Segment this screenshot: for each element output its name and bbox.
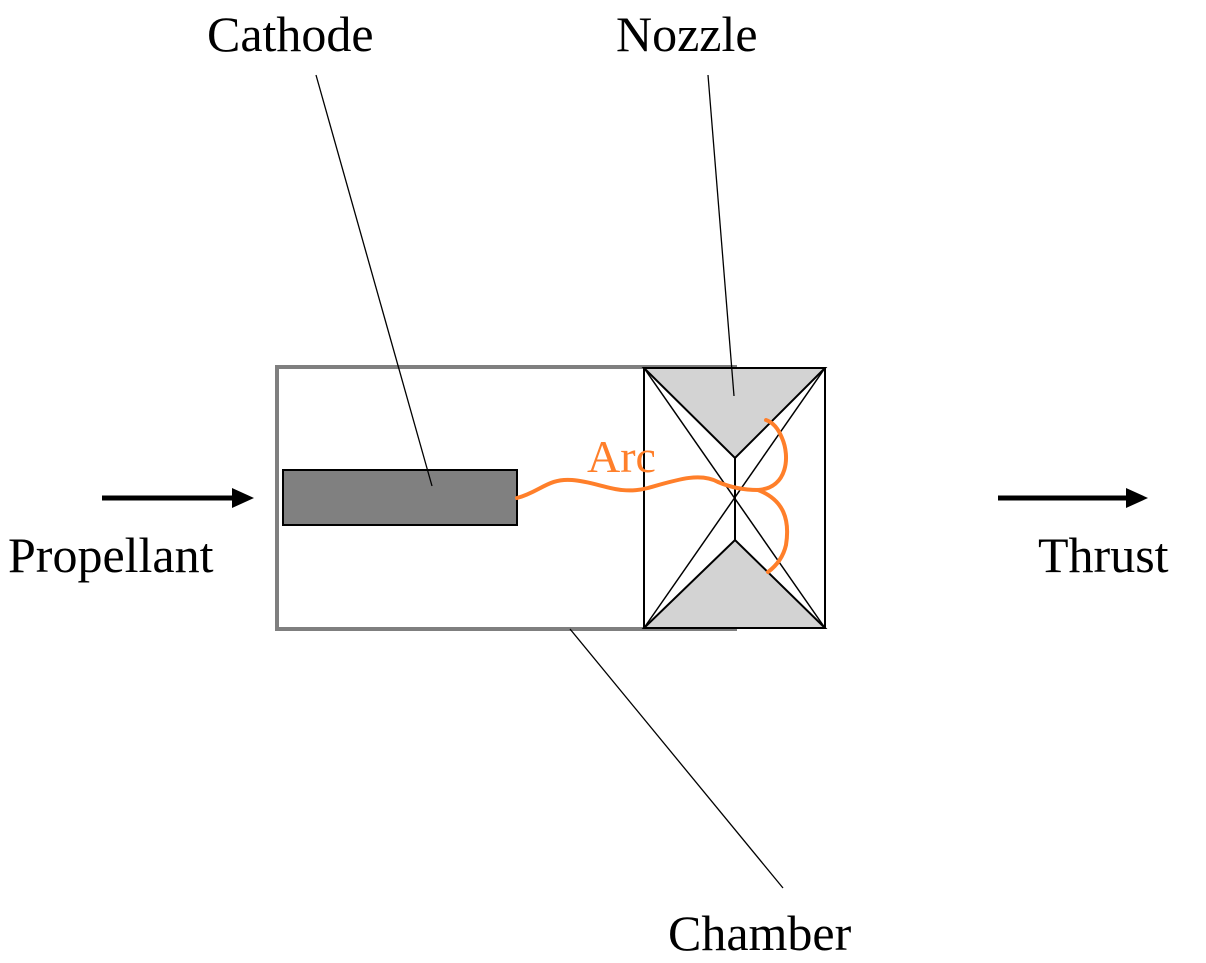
nozzle-lower-cone	[641, 538, 828, 629]
nozzle-leader-line	[707, 74, 735, 397]
cathode-label: Cathode	[207, 6, 374, 62]
propellant-arrow-head	[232, 488, 254, 508]
arc-label: Arc	[587, 431, 656, 482]
propellant-label: Propellant	[8, 527, 214, 583]
cathode-leader-line	[315, 74, 433, 487]
thrust-label: Thrust	[1038, 527, 1169, 583]
cathode-rod	[282, 469, 518, 526]
chamber-leader-line	[569, 628, 784, 889]
nozzle-label: Nozzle	[616, 6, 758, 62]
chamber-label: Chamber	[668, 905, 852, 961]
arc-discharge	[515, 418, 790, 574]
thrust-arrow-head	[1126, 488, 1148, 508]
nozzle-upper-cone	[641, 367, 828, 460]
